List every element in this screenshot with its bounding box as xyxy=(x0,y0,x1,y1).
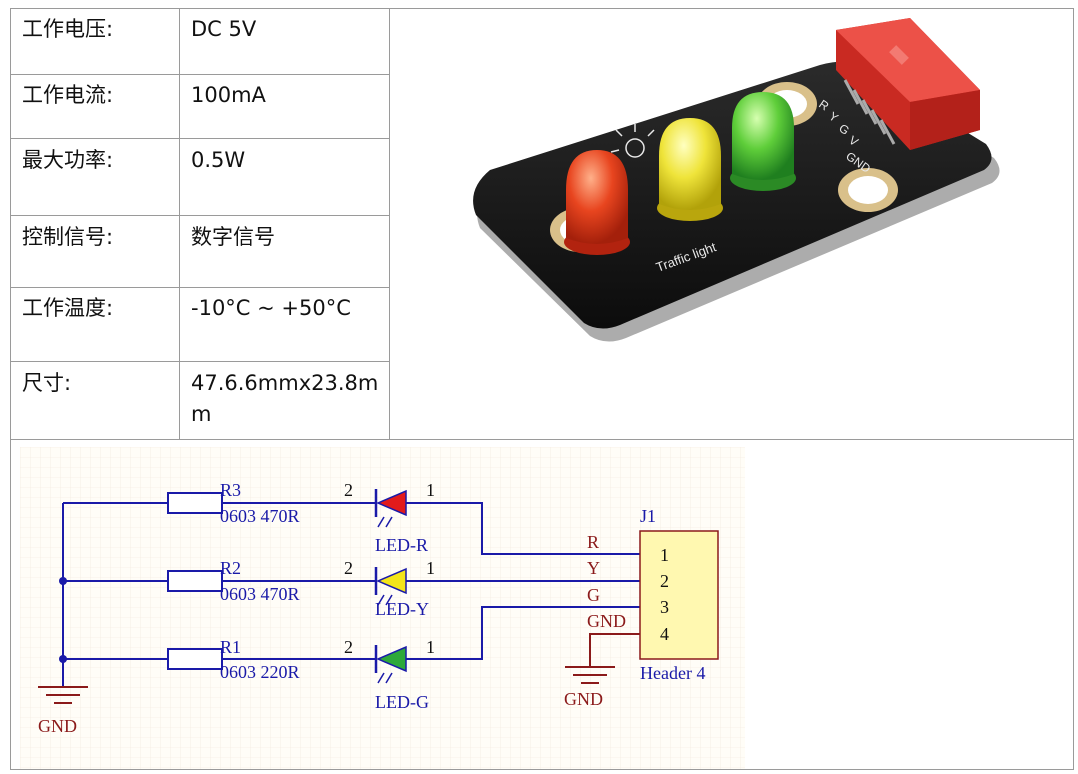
spec-value-voltage: DC 5V xyxy=(191,17,257,41)
junction-dot xyxy=(59,577,67,585)
header-pin-4: 4 xyxy=(660,624,669,644)
table-divider xyxy=(10,361,389,362)
module-photo: Traffic light R Y G V GND xyxy=(473,18,1000,342)
resistor-r1-ref: R1 xyxy=(220,637,241,657)
net-label-gnd: GND xyxy=(587,611,626,631)
led-g-symbol xyxy=(374,645,407,684)
resistor-r3-ref: R3 xyxy=(220,480,241,500)
led-yellow xyxy=(657,118,723,221)
net-label-r: R xyxy=(587,532,599,552)
spec-label-voltage: 工作电压: xyxy=(22,17,114,41)
spec-label-power: 最大功率: xyxy=(22,148,114,172)
table-divider xyxy=(10,138,389,139)
junction-dot xyxy=(59,655,67,663)
resistor-r2-ref: R2 xyxy=(220,558,241,578)
spec-label-signal: 控制信号: xyxy=(22,225,114,249)
table-divider xyxy=(10,215,389,216)
gnd-label-left: GND xyxy=(38,716,77,736)
header-ref: J1 xyxy=(640,506,656,526)
led-g-ref: LED-G xyxy=(375,692,429,712)
circuit-schematic: R3 0603 470R R2 0603 470R R1 0603 220R 2… xyxy=(20,447,745,769)
resistor-r1-value: 0603 220R xyxy=(220,662,300,682)
table-divider xyxy=(10,439,1074,440)
sun-icon xyxy=(610,124,655,158)
led-green xyxy=(730,92,796,191)
table-divider xyxy=(10,74,389,75)
gnd-symbol-left xyxy=(38,686,88,704)
spec-label-temperature: 工作温度: xyxy=(22,296,114,320)
table-divider xyxy=(179,8,180,439)
led-y-pin-1: 1 xyxy=(426,558,435,578)
spec-value-power: 0.5W xyxy=(191,148,246,172)
pin-header-connector xyxy=(836,18,980,150)
spec-table xyxy=(10,8,1074,770)
header-pin-3: 3 xyxy=(660,597,669,617)
led-red xyxy=(564,150,630,255)
led-r-pin-2: 2 xyxy=(344,480,353,500)
resistor-r1 xyxy=(167,648,223,670)
resistor-r2-value: 0603 470R xyxy=(220,584,300,604)
header-name: Header 4 xyxy=(640,663,705,683)
header-pin-2: 2 xyxy=(660,571,669,591)
net-label-y: Y xyxy=(587,558,600,578)
resistor-r2 xyxy=(167,570,223,592)
resistor-r3 xyxy=(167,492,223,514)
resistor-r3-value: 0603 470R xyxy=(220,506,300,526)
led-r-pin-1: 1 xyxy=(426,480,435,500)
spec-value-current: 100mA xyxy=(191,83,266,107)
led-g-pin-1: 1 xyxy=(426,637,435,657)
gnd-label-right: GND xyxy=(564,689,603,709)
led-y-pin-2: 2 xyxy=(344,558,353,578)
led-r-symbol xyxy=(374,489,407,528)
led-g-pin-2: 2 xyxy=(344,637,353,657)
led-y-symbol xyxy=(374,567,407,606)
gnd-symbol-right xyxy=(565,666,615,684)
led-r-ref: LED-R xyxy=(375,535,428,555)
table-divider xyxy=(10,287,389,288)
spec-value-signal: 数字信号 xyxy=(191,225,275,249)
header-pin-1: 1 xyxy=(660,545,669,565)
spec-label-current: 工作电流: xyxy=(22,83,114,107)
wires xyxy=(62,502,640,686)
table-divider xyxy=(389,8,390,439)
spec-label-size: 尺寸: xyxy=(22,371,72,395)
header-j1-body xyxy=(639,530,719,660)
spec-value-size: 47.6.6mmx23.8mm xyxy=(191,371,379,426)
led-y-ref: LED-Y xyxy=(375,599,429,619)
spec-value-temperature: -10°C ~ +50°C xyxy=(191,296,351,320)
net-label-g: G xyxy=(587,585,600,605)
